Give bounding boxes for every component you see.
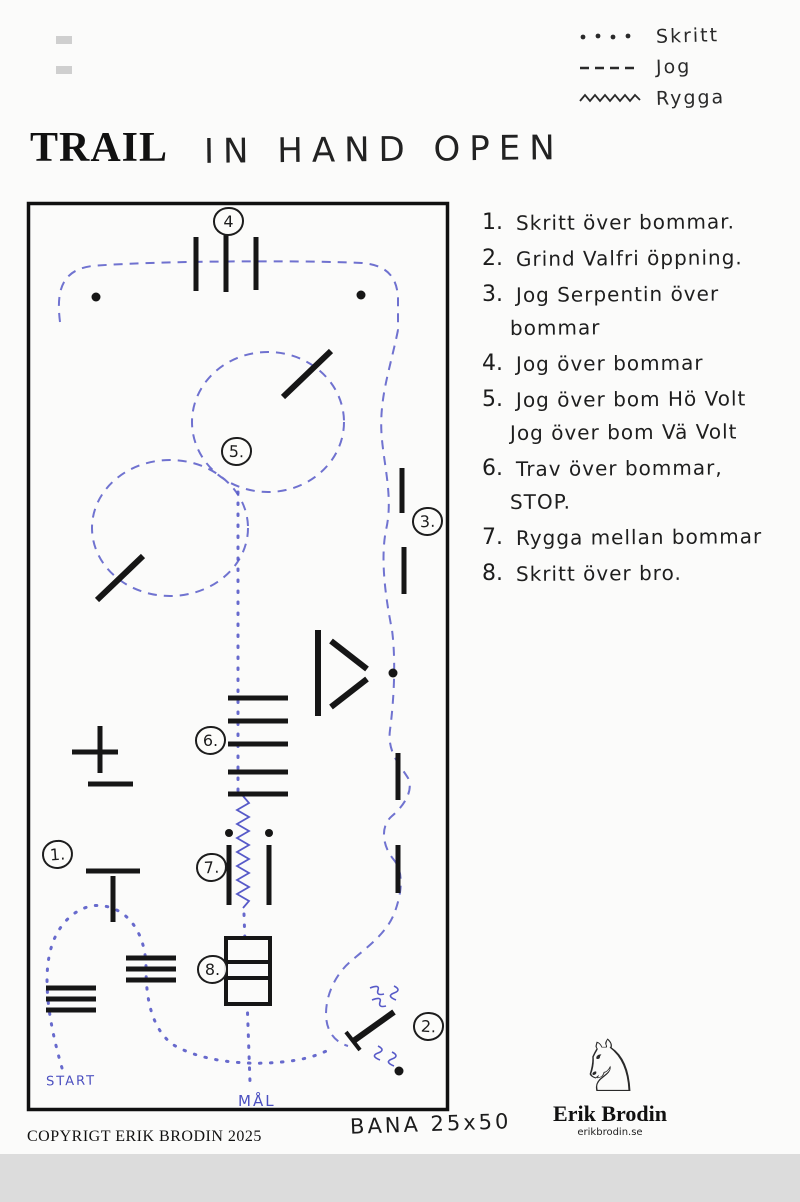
instruction-item-8: 8. Skritt över bro. (482, 557, 792, 590)
instruction-text: Skritt över bro. (515, 560, 682, 586)
goal-label: MÅL (238, 1092, 276, 1110)
course-marker-6: 6. (195, 726, 226, 755)
obstacle-7-dots (225, 829, 273, 837)
legend-label-rygga: Rygga (655, 85, 726, 110)
obstacle-7-backing-poles (226, 845, 272, 905)
instruction-text: Jog över bom Hö Volt (515, 386, 747, 412)
instruction-number: 7. (482, 525, 503, 550)
legend-label-skritt: Skritt (655, 23, 720, 48)
dashed-line-icon (580, 66, 640, 69)
rygga-zigzag-line (235, 795, 251, 909)
obstacle-8-bridge (224, 936, 272, 1006)
instruction-number: 4. (482, 351, 503, 376)
obstacle-1-pole-set-b (126, 955, 176, 983)
instruction-number: 6. (482, 456, 503, 481)
arrow-obstacle (315, 630, 369, 716)
instruction-text: Trav över bommar, (515, 455, 723, 481)
gate-squiggles (369, 985, 399, 1067)
legend-row-jog: Jog (578, 51, 725, 82)
obstacle-4-poles (193, 235, 259, 292)
l-shape-obstacle (72, 726, 133, 787)
line-legend: Skritt Jog Rygga (578, 20, 725, 113)
obstacle-1-pole-set-a (46, 985, 96, 1013)
instruction-item-1: 1. Skritt över bommar. (482, 206, 792, 239)
arrow-obstacle-dot (388, 668, 398, 678)
logo-name: Erik Brodin (553, 1101, 667, 1126)
page-title: TRAIL (30, 125, 169, 171)
instruction-text: Jog Serpentin över (515, 281, 720, 307)
jog-path-lines (57, 260, 411, 1047)
instruction-number: 1. (482, 210, 503, 235)
gate-dot (394, 1066, 404, 1076)
instruction-number: 8. (482, 561, 503, 586)
scan-artifact (56, 36, 72, 44)
page-subtitle-handwritten: IN HAND OPEN (203, 128, 564, 172)
legend-label-jog: Jog (655, 55, 692, 78)
instruction-number: 5. (482, 387, 503, 412)
instruction-item-6: 6. Trav över bommar,STOP. (482, 452, 792, 518)
obstacle-2-gate (344, 1009, 396, 1052)
instruction-number: 3. (482, 282, 503, 307)
horse-head-icon: ♘ (577, 1024, 643, 1108)
instruction-item-2: 2. Grind Valfri öppning. (482, 242, 792, 275)
arena-border (26, 201, 450, 1112)
instruction-number: 2. (482, 246, 503, 271)
instruction-item-7: 7. Rygga mellan bommar (482, 521, 792, 554)
course-marker-4: 4 (213, 207, 244, 236)
instruction-text: Rygga mellan bommar (515, 524, 763, 550)
dotted-line-icon (580, 33, 631, 39)
brand-logo: ♘ Erik Brodin erikbrodin.se (540, 1030, 680, 1139)
scan-artifact (56, 66, 72, 74)
obstacle-1-t-shape (86, 868, 140, 922)
instruction-text: Jog över bommar (515, 350, 704, 376)
instruction-item-4: 4. Jog över bommar (482, 347, 792, 380)
start-label: START (45, 1073, 97, 1090)
copyright-text: COPYRIGT ERIK BRODIN 2025 (27, 1128, 262, 1145)
legend-row-rygga: Rygga (578, 82, 725, 113)
legend-row-skritt: Skritt (578, 20, 725, 51)
instruction-list: 1. Skritt över bommar. 2. Grind Valfri ö… (482, 206, 792, 593)
obstacle-6-trot-poles (228, 695, 288, 797)
scan-edge-band (0, 1154, 800, 1202)
corner-dots (91, 290, 366, 302)
walk-path-lines (45, 490, 334, 1084)
instruction-text: Grind Valfri öppning. (515, 245, 743, 271)
obstacle-3-serpentine-poles (395, 468, 407, 893)
course-marker-8: 8. (197, 955, 228, 984)
instruction-text: Skritt över bommar. (515, 209, 736, 235)
logo-site: erikbrodin.se (577, 1127, 643, 1138)
diagonal-poles (94, 348, 334, 603)
zigzag-line-icon (579, 93, 641, 102)
